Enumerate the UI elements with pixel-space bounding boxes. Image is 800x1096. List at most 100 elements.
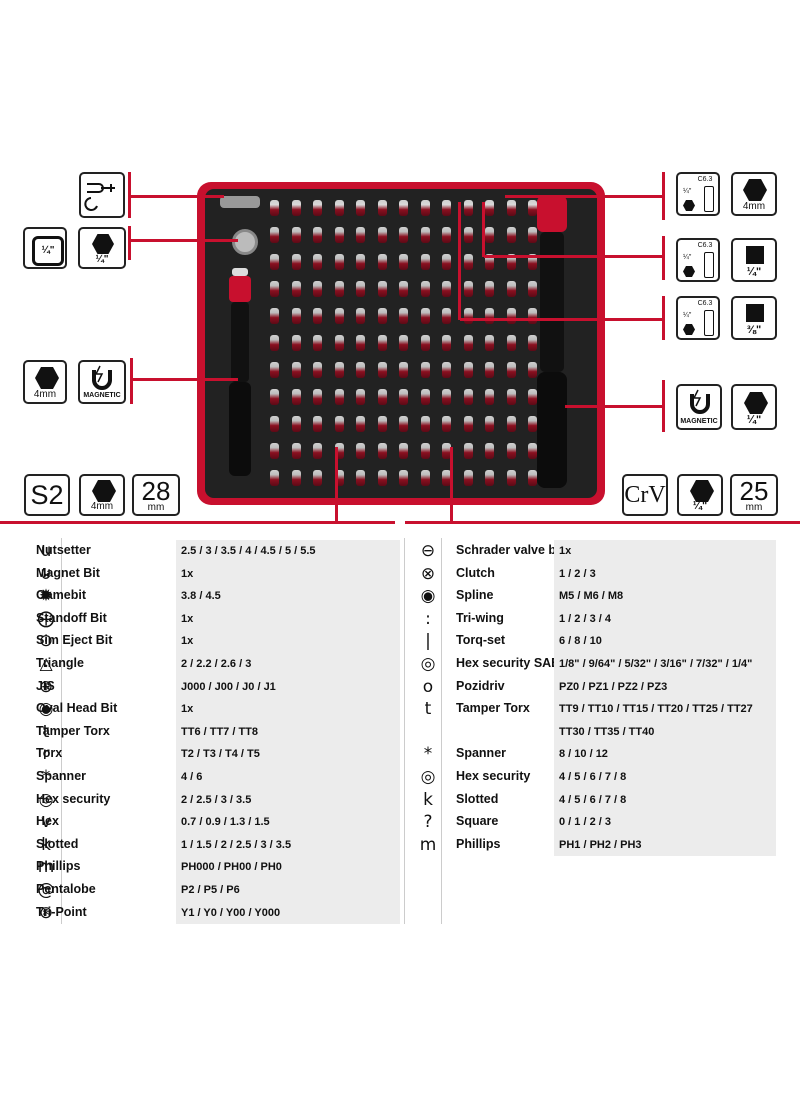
callout-bracket [130,358,133,404]
square-quarter-box: ¼" [731,238,777,282]
hex-icon [683,200,695,211]
tool-bit [528,308,537,324]
bit-type-name: Tri-Point [36,904,87,919]
tool-bit [442,281,451,297]
hex-icon [743,179,767,201]
bit-type-name: Slotted [36,836,79,851]
table-column-divider [404,538,405,924]
section-divider [0,521,395,524]
callout-line [458,202,461,320]
square-icon [746,246,764,264]
tool-bit [270,470,279,486]
bit-sizes: 0 / 1 / 2 / 3 [554,811,776,834]
tool-bit [528,254,537,270]
tool-bit [334,470,344,486]
tool-bit [442,470,451,486]
bit-sizes: PH000 / PH00 / PH0 [176,856,400,879]
tool-bit [399,308,408,324]
tool-bit [506,416,516,432]
c63-label: C6.3 [697,300,713,307]
bit-type-name: Hex security [456,769,531,783]
bit-type-name: Torq-set [456,633,506,648]
bit-type-icon: ⊍ [39,563,53,584]
tool-bit [485,227,494,243]
tool-bit [528,200,537,216]
hex-quarter-box-right: ¼" [731,384,777,430]
tool-bit [334,308,344,324]
left-length-box: 28 mm [132,474,180,516]
bit-type-icon: ◬ [39,654,53,674]
left-material-box: S2 [24,474,70,516]
bit-sizes: 2 / 2.5 / 3 / 3.5 [176,788,400,812]
hex-size-label: 4mm [742,201,766,212]
tool-bit [270,416,279,432]
bit-type-name: Hex [36,814,59,829]
tool-bit [463,389,473,405]
bit-type-name: Sim Eject Bit [36,633,113,648]
bit-sizes: 4 / 5 / 6 / 7 / 8 [554,788,776,812]
bit-type-name: Spline [456,588,494,603]
bit-sizes: T2 / T3 / T4 / T5 [176,743,400,766]
bit-sizes: 1 / 1.5 / 2 / 2.5 / 3 / 3.5 [176,833,400,857]
left-hex-box: 4mm [79,474,125,516]
bit-type-icon: v [40,812,52,833]
tool-bit [291,470,301,486]
tool-bit [399,200,408,216]
tool-bit [463,254,473,270]
tool-bit [356,443,365,459]
callout-line [482,202,485,257]
callout-bracket [128,226,131,260]
fork-tool-icon-box [79,172,125,218]
bit-sizes: 1x [554,540,776,563]
bit-type-icon: ◎ [420,654,436,674]
tool-bit [334,281,344,297]
bit-sizes: 1 / 2 / 3 / 4 [554,607,776,631]
bit-type-name: Tri-wing [456,610,504,625]
callout-bracket [128,172,131,218]
tool-bit [485,281,494,297]
tool-bit [506,200,516,216]
tool-bit [399,227,408,243]
tool-bit [291,416,301,432]
tool-bit [442,308,451,324]
bit-type-icon: @ [37,880,55,900]
bit-outline-icon [704,186,714,212]
left-icon-column-divider [61,538,62,924]
material-label: S2 [30,480,64,510]
tool-bit [291,254,301,270]
tool-bit [377,335,387,351]
tool-bit [270,281,279,297]
callout-line [565,405,665,408]
tool-bit [377,227,387,243]
bit-type-name: Clutch [456,565,495,580]
tool-bit [442,443,451,459]
magnetic-label: MAGNETIC [680,418,718,425]
bit-type-name: Slotted [456,791,499,806]
bit-type-icon: o [422,676,434,697]
hex-icon [92,234,114,254]
tool-bit [377,362,387,378]
callout-line [128,195,224,198]
tool-bit [399,335,408,351]
callout-line [505,195,665,198]
tool-bit [442,335,451,351]
bit-sizes: PZ0 / PZ1 / PZ2 / PZ3 [554,675,776,699]
bit-type-name: Pentalobe [36,882,96,896]
bit-sizes: 8 / 10 / 12 [554,743,776,766]
bit-sizes: 2 / 2.2 / 2.6 / 3 [176,653,400,676]
tool-bit [506,308,516,324]
magnetic-box-right: MAGNETIC [676,384,722,430]
tool-bit [291,281,301,297]
hex-label: ¼" [95,254,109,265]
tool-bit [463,416,473,432]
tool-bit [420,470,430,486]
